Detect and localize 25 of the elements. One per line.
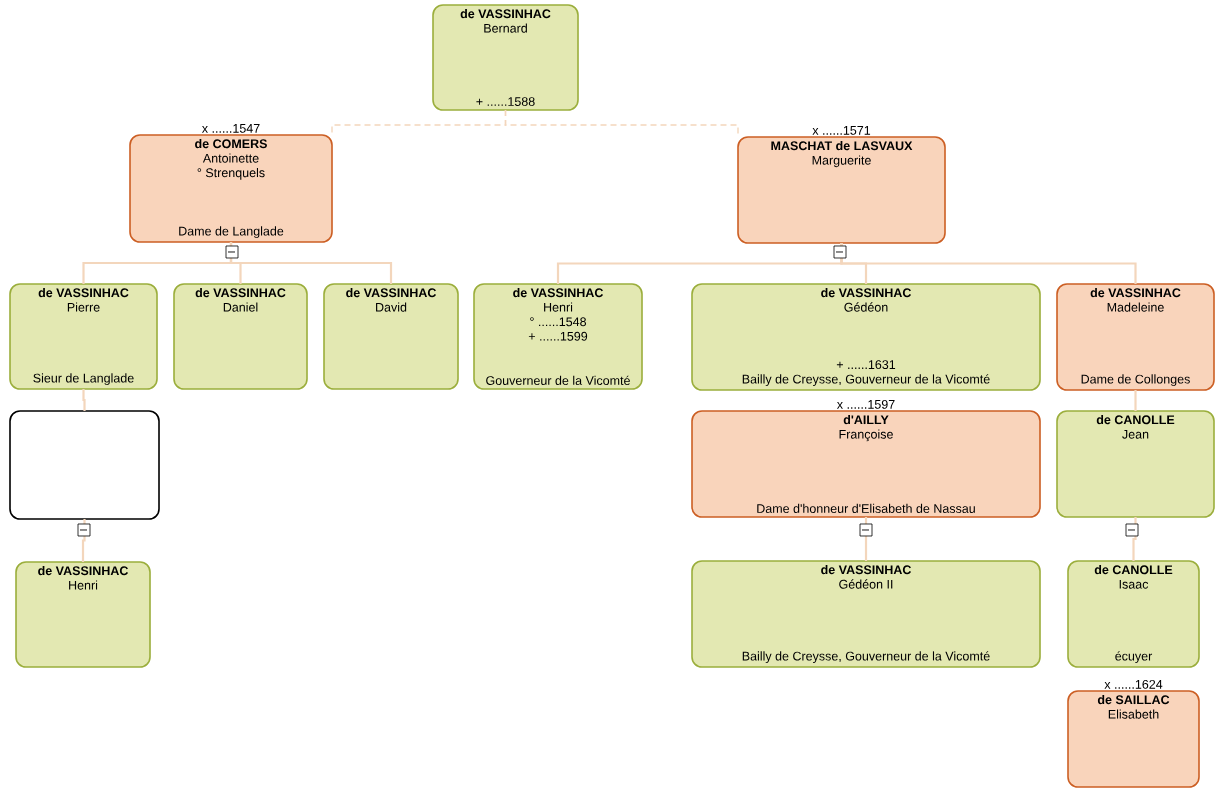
person-box: de VASSINHAC Pierre Sieur de Langlade <box>9 283 158 390</box>
connector-line <box>1132 517 1137 561</box>
person-box: de SAILLAC Elisabeth <box>1067 690 1200 788</box>
person-box: de VASSINHAC Bernard + ......1588 <box>432 4 579 111</box>
marriage-date: x ......1597 <box>836 399 895 409</box>
connector-line <box>81 519 86 562</box>
person-box: MASCHAT de LASVAUX Marguerite <box>737 136 946 244</box>
person-box: de VASSINHAC Gédéon + ......1631 Bailly de Creysse, Gouverneur de la Vicomté <box>691 283 1041 391</box>
marriage-date: x ......1624 <box>1104 679 1163 689</box>
connector-line <box>864 517 868 561</box>
connector-line <box>82 389 86 411</box>
person-box: de VASSINHAC Daniel <box>173 283 308 390</box>
marriage-date: x ......1571 <box>812 126 871 135</box>
person-box: de VASSINHAC Madeleine Dame de Collonges <box>1056 283 1215 391</box>
connector-line <box>840 243 1137 284</box>
empty-box <box>9 410 160 520</box>
person-box: de VASSINHAC Henri ° ......1548 + ......1599 Gouverneur de la Vicomté <box>473 283 643 390</box>
person-box: de VASSINHAC David <box>323 283 459 390</box>
person-box: de VASSINHAC Henri <box>15 561 151 668</box>
person-box: de VASSINHAC Gédéon II Bailly de Creysse, Gouverneur de la Vicomté <box>691 560 1041 668</box>
marriage-date: x ......1547 <box>201 124 260 133</box>
connector-line <box>1134 390 1137 411</box>
connector-line <box>229 242 393 284</box>
person-box: de CANOLLE Jean <box>1056 410 1215 518</box>
person-box: de CANOLLE Isaac écuyer <box>1067 560 1200 668</box>
